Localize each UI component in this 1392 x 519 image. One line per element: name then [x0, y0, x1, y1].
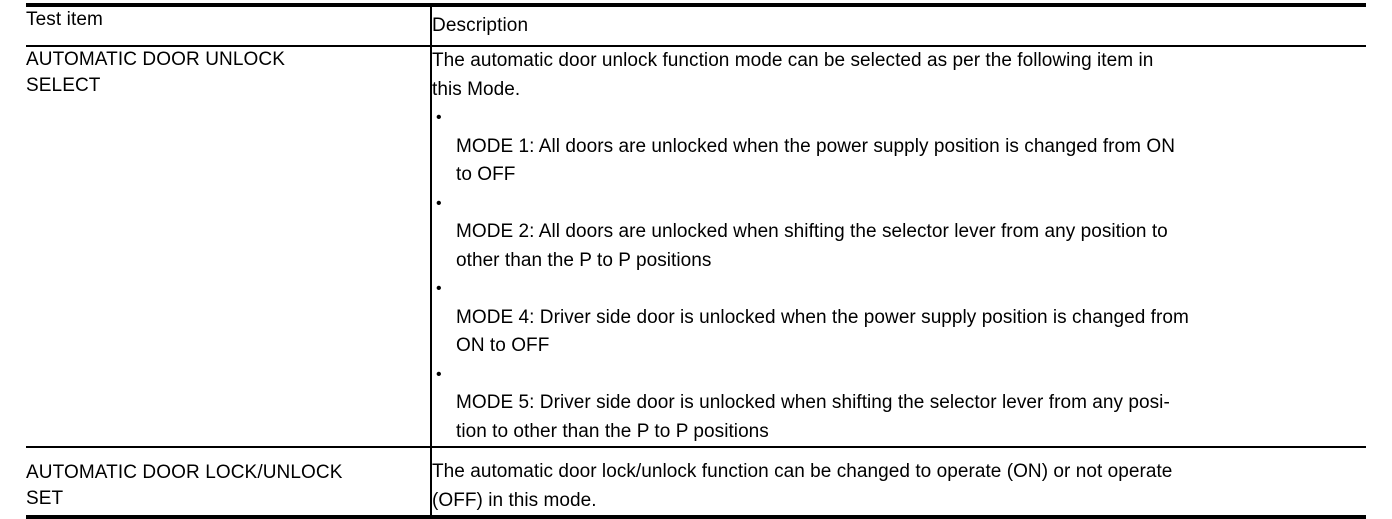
mode-list: • MODE 1: All doors are unlocked when the… [432, 104, 1366, 446]
bullet-icon: • [436, 365, 442, 383]
document-page: Test item Description AUTOMATIC DOOR UNL… [26, 3, 1366, 519]
test-item-table: Test item Description AUTOMATIC DOOR UNL… [26, 3, 1366, 519]
cell-description: The automatic door unlock function mode … [431, 46, 1366, 448]
cell-test-item: AUTOMATIC DOOR LOCK/UNLOCK SET [26, 447, 432, 519]
table-header-row: Test item Description [26, 3, 1366, 47]
column-header-test-item: Test item [26, 3, 432, 47]
column-header-description: Description [431, 3, 1366, 47]
mode-text: MODE 1: All doors are unlocked when the … [456, 135, 1175, 186]
list-item: • MODE 1: All doors are unlocked when the… [432, 104, 1366, 190]
test-item-label: AUTOMATIC DOOR UNLOCK SELECT [26, 49, 285, 96]
table-row: AUTOMATIC DOOR UNLOCK SELECT The automat… [26, 46, 1366, 448]
cell-description: The automatic door lock/unlock function … [431, 447, 1366, 519]
mode-text: MODE 4: Driver side door is unlocked whe… [456, 306, 1189, 357]
description-text: The automatic door lock/unlock function … [432, 461, 1173, 511]
list-item: • MODE 5: Driver side door is unlocked wh… [432, 361, 1366, 447]
list-item: • MODE 4: Driver side door is unlocked wh… [432, 275, 1366, 361]
bullet-icon: • [436, 280, 442, 297]
bullet-icon: • [436, 194, 442, 212]
table-row: AUTOMATIC DOOR LOCK/UNLOCK SET The autom… [26, 447, 1366, 519]
cell-test-item: AUTOMATIC DOOR UNLOCK SELECT [26, 46, 432, 448]
description-intro-text: The automatic door unlock function mode … [432, 50, 1154, 100]
mode-text: MODE 5: Driver side door is unlocked whe… [456, 392, 1170, 442]
test-item-label: AUTOMATIC DOOR LOCK/UNLOCK SET [26, 462, 343, 509]
bullet-icon: • [436, 109, 442, 126]
list-item: • MODE 2: All doors are unlocked when shi… [432, 190, 1366, 276]
table-header: Test item Description [26, 3, 1366, 47]
mode-text: MODE 2: All doors are unlocked when shif… [456, 221, 1168, 271]
table-body: AUTOMATIC DOOR UNLOCK SELECT The automat… [26, 46, 1366, 519]
